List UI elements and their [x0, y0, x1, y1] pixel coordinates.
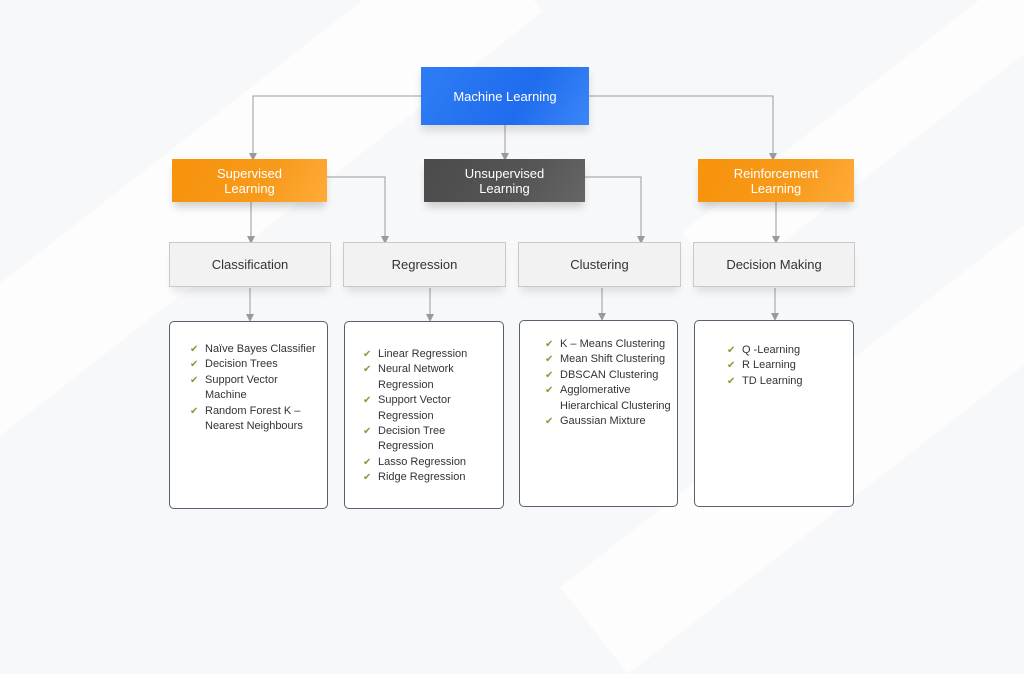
list-item: ✔ Linear Regression	[363, 347, 497, 362]
list-item: ✔ Gaussian Mixture	[545, 414, 671, 429]
algorithm-label: R Learning	[742, 359, 796, 372]
checkmark-icon: ✔	[363, 426, 372, 438]
list-item: ✔ Q -Learning	[727, 343, 847, 358]
checkmark-icon: ✔	[363, 364, 372, 376]
checkmark-icon: ✔	[727, 360, 736, 372]
algorithm-panel-clustering: ✔ K – Means Clustering ✔ Mean Shift Cluste…	[519, 320, 678, 507]
subcategory-label: Regression	[391, 257, 458, 272]
category-node-unsupervised: Unsupervised Learning	[424, 159, 585, 202]
connector-supervised-regression	[327, 176, 389, 244]
checkmark-icon: ✔	[545, 369, 554, 381]
root-node-machine-learning: Machine Learning	[421, 67, 589, 125]
algorithm-label: Ridge Regression	[378, 471, 466, 484]
list-item: ✔ TD Learning	[727, 374, 847, 389]
connector-root-supervised	[249, 95, 421, 161]
connector-layer	[246, 95, 780, 322]
list-item: ✔ K – Means Clustering	[545, 337, 671, 352]
checkmark-icon: ✔	[190, 405, 199, 417]
category-label: Supervised Learning	[216, 165, 283, 196]
list-item: ✔ Agglomerative Hierarchical Clustering	[545, 383, 671, 414]
checkmark-icon: ✔	[190, 344, 199, 355]
list-item: ✔ Neural Network Regression	[363, 362, 497, 393]
subcategory-node-clustering: Clustering	[518, 242, 681, 287]
list-item: ✔ Mean Shift Clustering	[545, 352, 671, 367]
checkmark-icon: ✔	[545, 385, 554, 397]
algorithm-label: Linear Regression	[378, 348, 468, 360]
connector-unsupervised-clustering	[585, 176, 645, 244]
algorithm-label: Naïve Bayes Classifier	[205, 343, 316, 355]
subcategory-node-regression: Regression	[343, 242, 506, 287]
category-node-supervised: Supervised Learning	[172, 159, 327, 202]
subcategory-label: Classification	[211, 257, 289, 272]
list-item: ✔ Random Forest K – Nearest Neighbours	[190, 404, 321, 435]
algorithm-label: Mean Shift Clustering	[560, 353, 666, 366]
list-item: ✔ Support Vector Regression	[363, 393, 497, 424]
subcategory-node-decision-making: Decision Making	[693, 242, 855, 287]
category-node-reinforcement: Reinforcement Learning	[698, 159, 854, 202]
subcategory-node-classification: Classification	[169, 242, 331, 287]
root-label: Machine Learning	[453, 88, 557, 104]
checkmark-icon: ✔	[545, 354, 554, 366]
checkmark-icon: ✔	[190, 359, 199, 371]
algorithm-panel-regression: ✔ Linear Regression ✔ Neural Network Regre…	[344, 321, 504, 509]
list-item: ✔ Ridge Regression	[363, 470, 497, 485]
list-item: ✔ DBSCAN Clustering	[545, 368, 671, 383]
algorithm-label: Random Forest K – Nearest Neighbours	[205, 404, 303, 433]
algorithm-label: K – Means Clustering	[560, 338, 666, 350]
checkmark-icon: ✔	[545, 339, 554, 350]
list-item: ✔ Support Vector Machine	[190, 373, 321, 404]
connector-root-reinforcement	[589, 95, 777, 161]
algorithm-label: Decision Trees	[205, 358, 278, 371]
algorithm-label: Lasso Regression	[378, 455, 467, 468]
checkmark-icon: ✔	[545, 416, 554, 428]
category-label: Reinforcement Learning	[733, 165, 819, 196]
checkmark-icon: ✔	[363, 349, 372, 360]
checkmark-icon: ✔	[363, 395, 372, 407]
subcategory-label: Clustering	[570, 257, 629, 272]
algorithm-label: Gaussian Mixture	[560, 415, 646, 428]
algorithm-label: TD Learning	[742, 374, 803, 387]
algorithm-panel-classification: ✔Naïve Bayes Classifier ✔Decision Trees …	[169, 321, 328, 509]
subcategory-label: Decision Making	[726, 257, 822, 272]
algorithm-label: Neural Network Regression	[378, 363, 454, 391]
category-label: Unsupervised Learning	[464, 165, 545, 196]
algorithm-panel-decision-making: ✔ Q -Learning ✔ R Learning ✔ TD Learning	[694, 320, 854, 507]
list-item: ✔ Naïve Bayes Classifier	[190, 342, 321, 357]
list-item: ✔ Lasso Regression	[363, 455, 497, 470]
list-item: ✔ R Learning	[727, 358, 847, 373]
list-item: ✔ Decision Trees	[190, 357, 321, 372]
algorithm-label: Agglomerative Hierarchical Clustering	[560, 384, 671, 412]
checkmark-icon: ✔	[727, 345, 736, 356]
algorithm-label: DBSCAN Clustering	[560, 368, 659, 381]
algorithm-label: Q -Learning	[742, 344, 801, 356]
list-item: ✔ Decision Tree Regression	[363, 424, 497, 455]
checkmark-icon: ✔	[727, 375, 736, 387]
algorithm-label: Decision Tree Regression	[378, 425, 446, 453]
algorithm-label: Support Vector Machine	[205, 373, 278, 402]
checkmark-icon: ✔	[190, 374, 199, 386]
checkmark-icon: ✔	[363, 472, 372, 484]
checkmark-icon: ✔	[363, 456, 372, 468]
algorithm-label: Support Vector Regression	[378, 394, 451, 422]
